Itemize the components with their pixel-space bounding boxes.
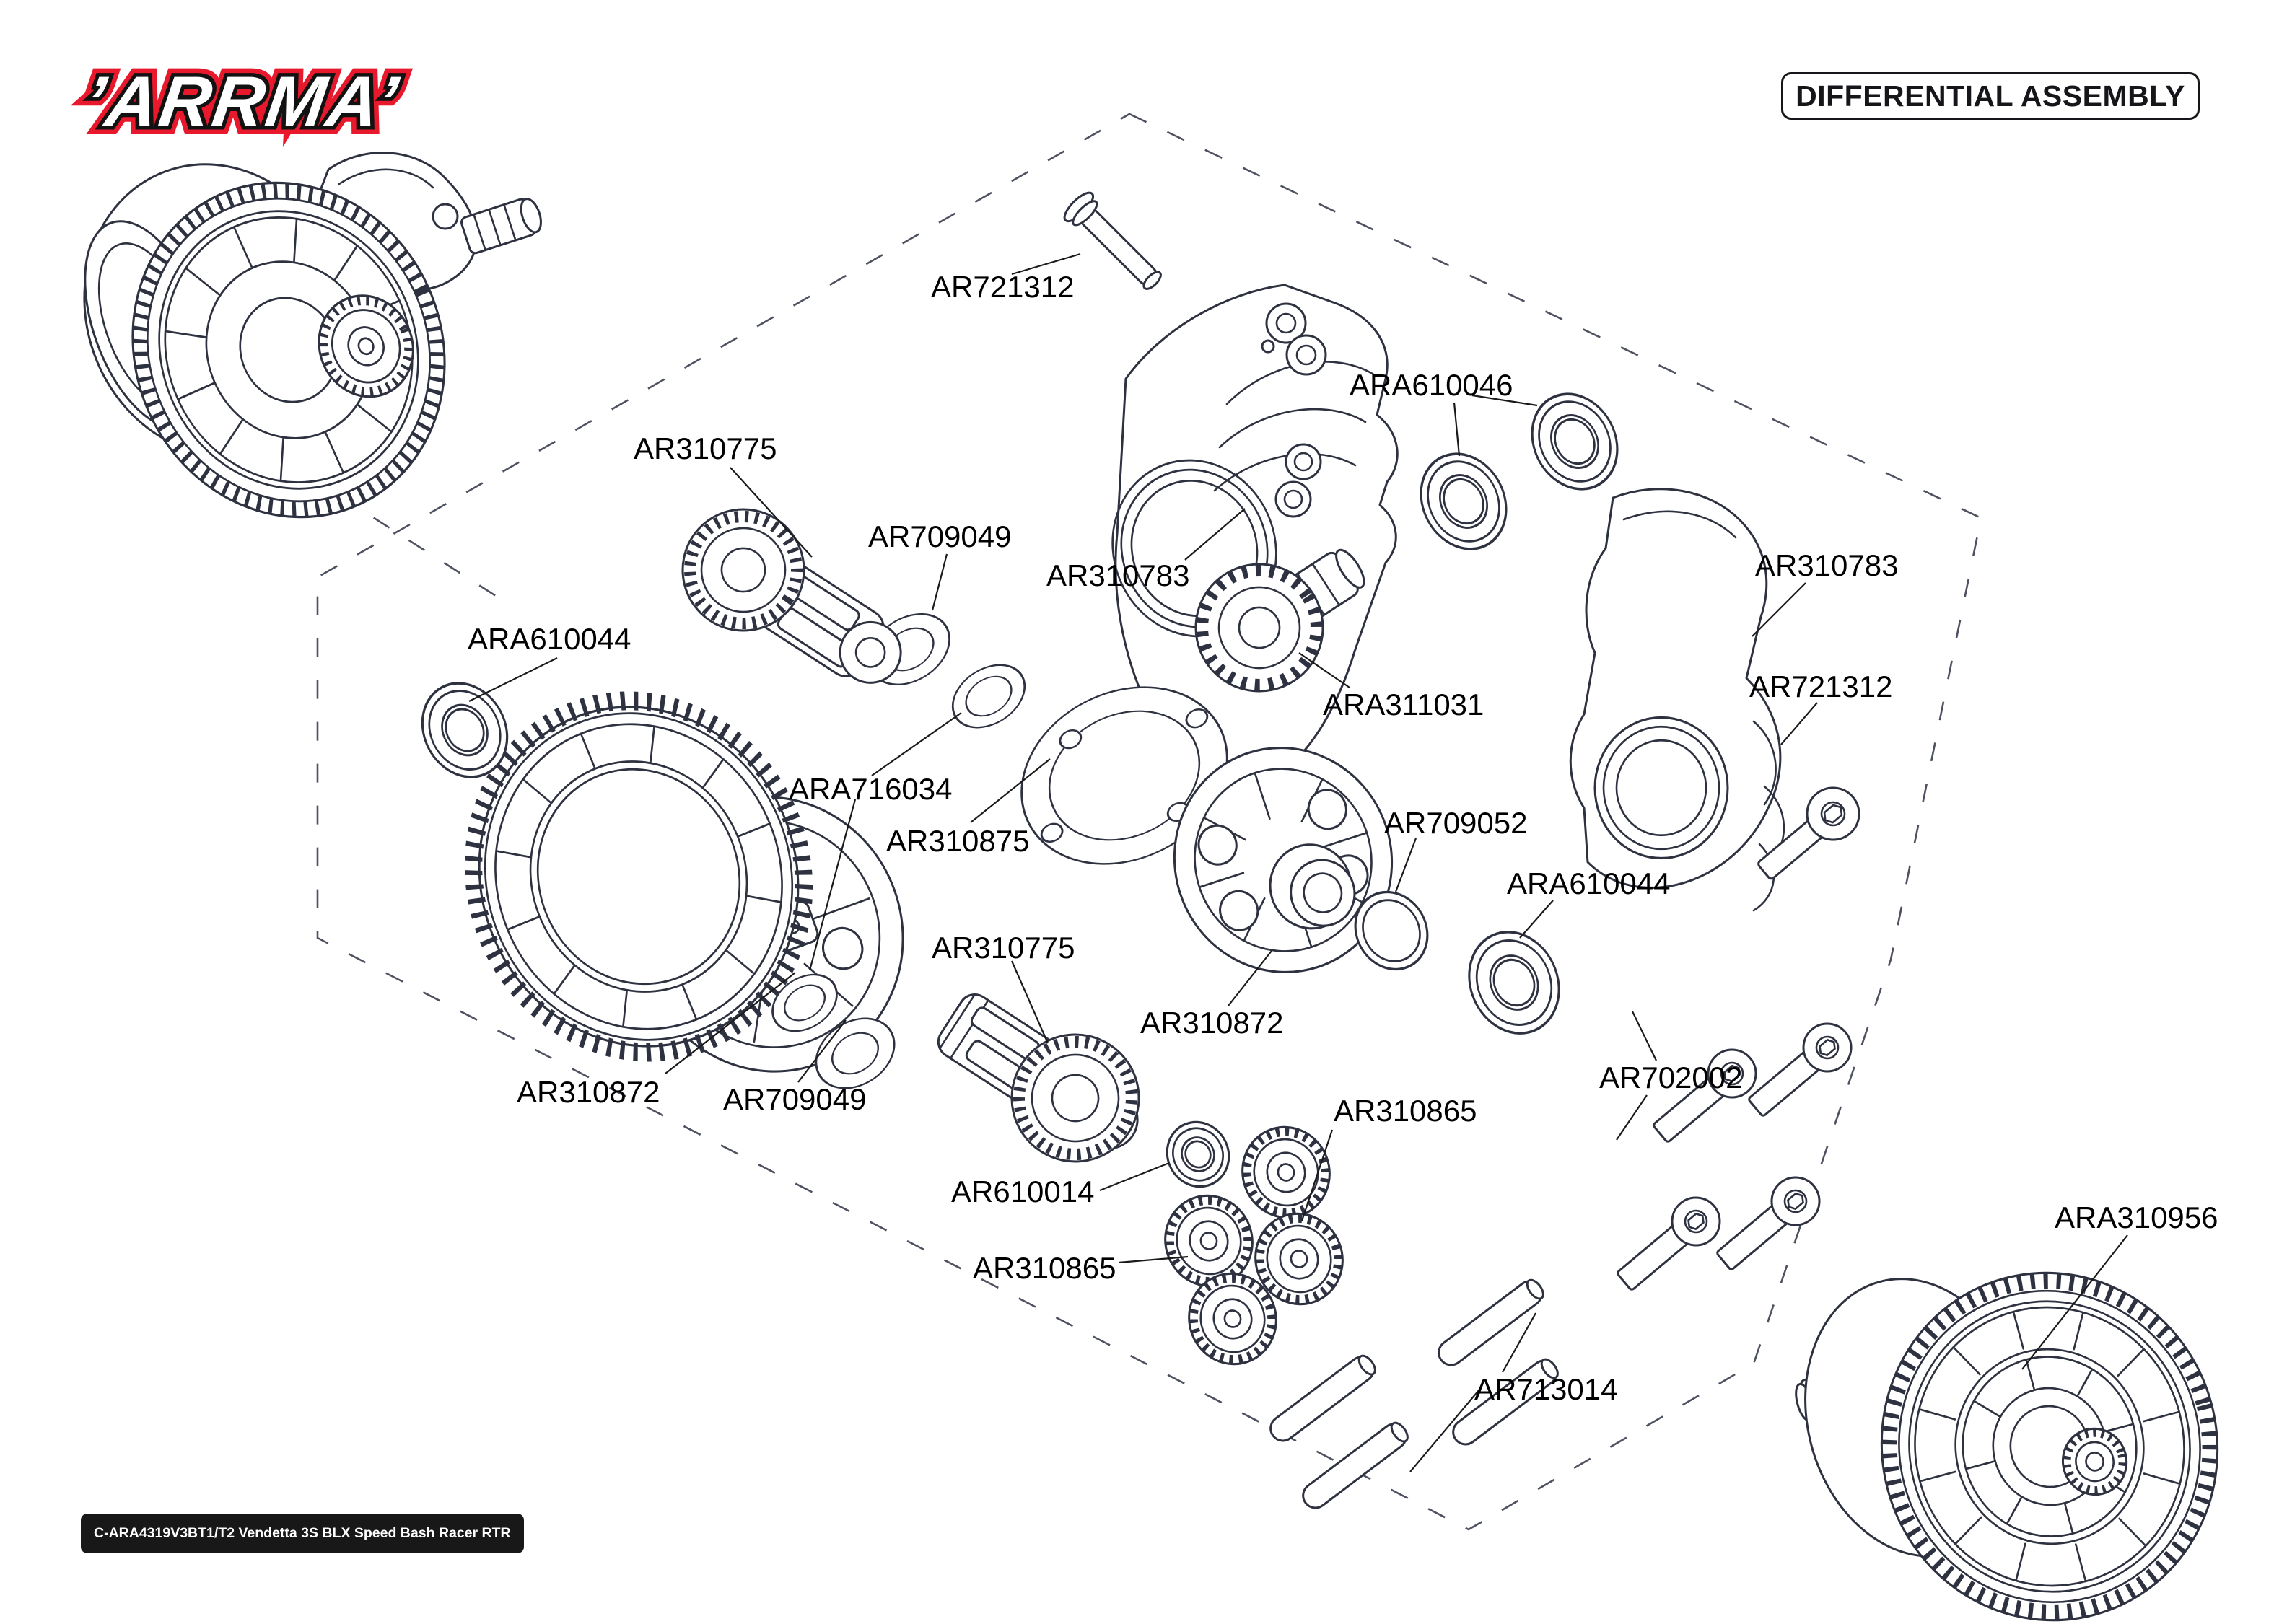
page-title: DIFFERENTIAL ASSEMBLY bbox=[1781, 72, 2200, 120]
part-label-ar713014: AR713014 bbox=[1474, 1372, 1618, 1406]
pin-ar713014-4 bbox=[1452, 1358, 1559, 1446]
bearing-ara610046-b bbox=[1531, 392, 1619, 491]
part-label-ara311031: ARA311031 bbox=[1323, 688, 1484, 721]
part-label-ar610014: AR610014 bbox=[951, 1175, 1095, 1208]
spider-gear-ar310865-3 bbox=[1254, 1212, 1344, 1306]
screw-ar702002-1 bbox=[1653, 1048, 1757, 1143]
part-label-ar310775-top: AR310775 bbox=[634, 431, 777, 465]
part-label-ar709052: AR709052 bbox=[1384, 806, 1528, 840]
part-label-ar702002: AR702002 bbox=[1599, 1061, 1743, 1094]
housing-plate-ar310783-top bbox=[1111, 284, 1399, 790]
bearing-ar610014 bbox=[1166, 1120, 1230, 1188]
gasket-ar310875 bbox=[1020, 686, 1228, 865]
pin-ar713014-3 bbox=[1438, 1278, 1544, 1366]
pin-ar713014-2 bbox=[1302, 1421, 1409, 1509]
part-label-ar310872-left: AR310872 bbox=[517, 1075, 660, 1109]
part-label-ar310775-bottom: AR310775 bbox=[932, 931, 1075, 965]
leader-lines bbox=[468, 253, 2128, 1472]
pin-ar721312-top bbox=[1063, 191, 1162, 290]
part-label-ar310783-top: AR310783 bbox=[1046, 558, 1190, 592]
screw-ar702002-2 bbox=[1748, 1022, 1853, 1117]
shroud-ar310783-right bbox=[1569, 488, 1785, 912]
arrma-logo: ’ARRMA’ ’ARRMA’ ’ARRMA’ bbox=[71, 53, 424, 149]
dashed-boundary bbox=[316, 113, 1982, 1531]
washer-ar709049-bottom bbox=[815, 1017, 896, 1089]
shim-ara716034-a bbox=[951, 664, 1026, 729]
shim-ara716034-b bbox=[771, 973, 838, 1032]
spider-gear-ar310865-1 bbox=[1241, 1125, 1331, 1219]
bearing-ara610046-a bbox=[1420, 452, 1508, 550]
part-label-ara310956: ARA310956 bbox=[2055, 1201, 2218, 1234]
part-label-ar721312-top: AR721312 bbox=[931, 270, 1075, 304]
part-label-ar709049-top: AR709049 bbox=[868, 519, 1012, 553]
screw-ar702002-4 bbox=[1716, 1176, 1821, 1270]
screw-ar702002-3 bbox=[1617, 1196, 1721, 1291]
assembled-diff-ara310956 bbox=[1795, 1271, 2219, 1622]
part-label-ara610044-right: ARA610044 bbox=[1507, 866, 1671, 900]
screw-ar721312-right bbox=[1757, 786, 1860, 880]
pinion-ar310775-bottom bbox=[937, 993, 1140, 1163]
diff-case-ar310872-center bbox=[1173, 747, 1394, 973]
bearing-ara610044-right bbox=[1468, 931, 1560, 1035]
part-label-ar310783-right: AR310783 bbox=[1755, 548, 1899, 582]
model-code-badge: C-ARA4319V3BT1/T2 Vendetta 3S BLX Speed … bbox=[81, 1514, 524, 1553]
o-ring-ar709052 bbox=[1354, 890, 1429, 971]
part-label-ar721312-right: AR721312 bbox=[1749, 670, 1893, 703]
part-label-ara716034: ARA716034 bbox=[789, 772, 953, 806]
pinion-ar310775-top bbox=[681, 508, 902, 684]
part-label-ar310875: AR310875 bbox=[886, 824, 1030, 858]
bevel-gear-ara311031 bbox=[1194, 548, 1365, 693]
part-label-ar310865-top: AR310865 bbox=[1334, 1094, 1477, 1128]
part-label-ar310865-bottom: AR310865 bbox=[973, 1251, 1116, 1285]
assembled-diff-top-left bbox=[83, 152, 542, 519]
bearing-ara610044-left bbox=[421, 682, 509, 778]
part-label-ar709049-bottom: AR709049 bbox=[723, 1082, 867, 1116]
arrma-logo-face: ’ARRMA’ bbox=[79, 61, 405, 141]
spider-gear-ar310865-4 bbox=[1188, 1272, 1277, 1366]
pin-ar713014-1 bbox=[1269, 1354, 1376, 1442]
part-label-ara610046: ARA610046 bbox=[1350, 368, 1513, 402]
part-label-ara610044-left: ARA610044 bbox=[468, 622, 631, 656]
part-label-ar310872-center: AR310872 bbox=[1140, 1006, 1284, 1040]
